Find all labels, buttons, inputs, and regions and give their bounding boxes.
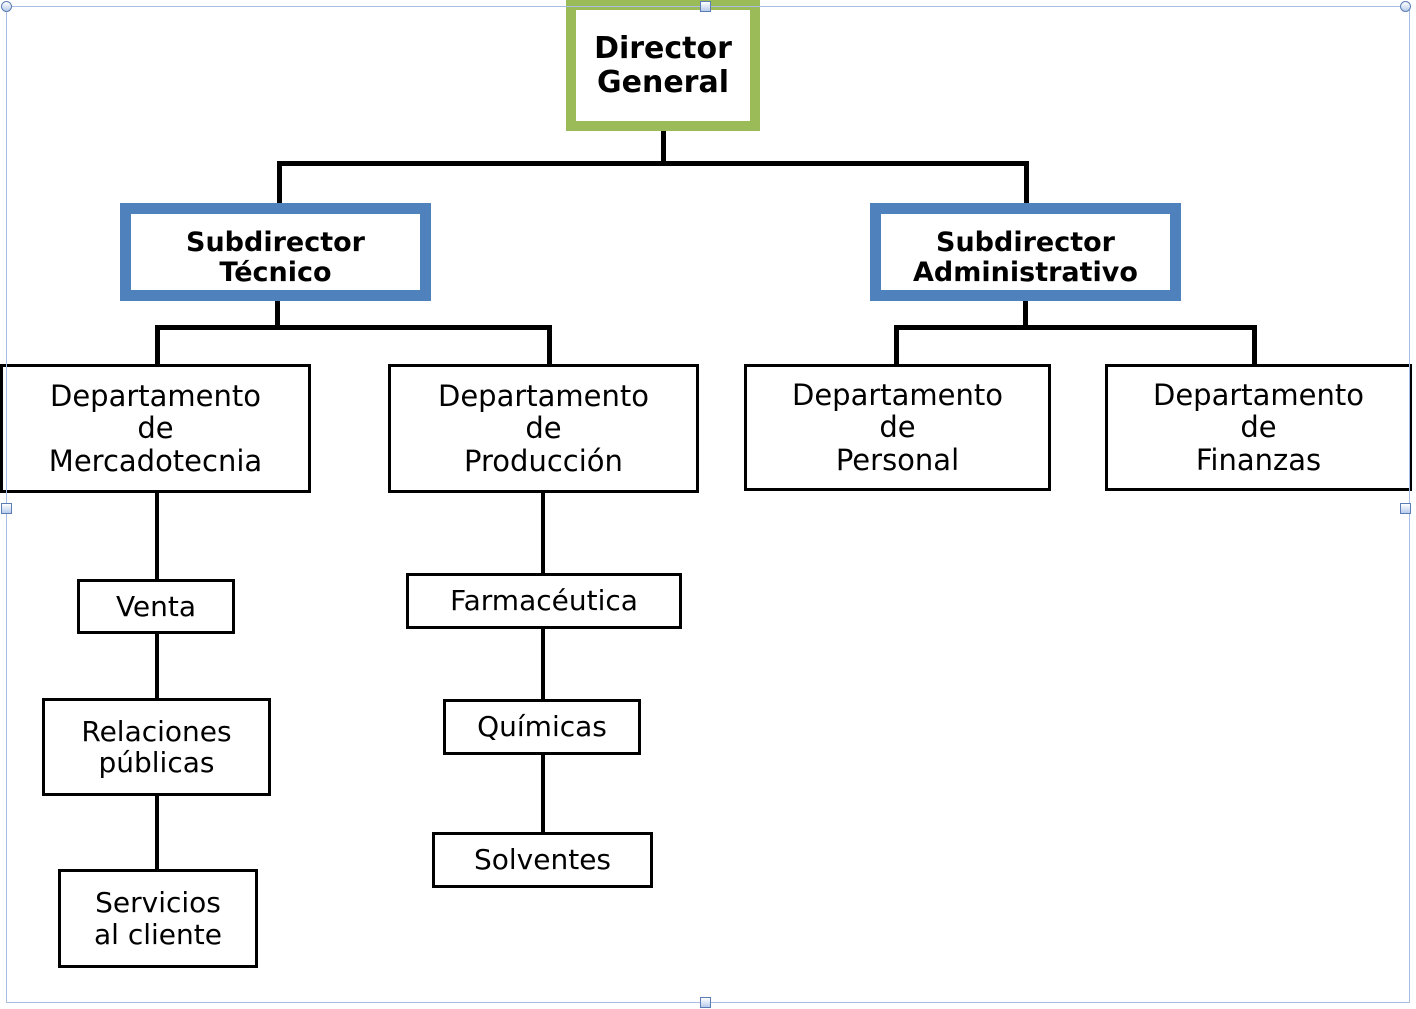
node-label-servicios-al-cliente: Servicios al cliente xyxy=(94,886,222,951)
node-label-relaciones-publicas: Relaciones públicas xyxy=(81,714,232,779)
node-farmaceutica[interactable]: Farmacéutica xyxy=(406,573,682,629)
resize-handle-middle-right[interactable] xyxy=(1400,503,1411,514)
connector-tecnico-stem xyxy=(275,300,280,328)
connector-administrativo-bus xyxy=(894,325,1257,330)
node-label-subdirector-tecnico: Subdirector Técnico xyxy=(186,226,365,288)
connector-administrativo-to-finanzas xyxy=(1252,325,1257,365)
node-departamento-produccion[interactable]: Departamento de Producción xyxy=(388,364,699,493)
connector-produccion-to-farmaceutica xyxy=(541,492,545,574)
resize-handle-bottom-center[interactable] xyxy=(700,997,711,1008)
connector-tecnico-bus xyxy=(155,325,552,330)
connector-venta-to-relaciones xyxy=(155,633,159,699)
connector-relaciones-to-servicios xyxy=(155,795,159,870)
connector-root-to-administrativo xyxy=(1024,161,1029,208)
node-label-departamento-produccion: Departamento de Producción xyxy=(437,378,649,478)
connector-root-to-tecnico xyxy=(277,161,282,208)
resize-handle-top-left[interactable] xyxy=(1,1,12,12)
node-director-general[interactable]: Director General xyxy=(566,0,760,131)
node-departamento-mercadotecnia[interactable]: Departamento de Mercadotecnia xyxy=(0,364,311,493)
connector-administrativo-stem xyxy=(1023,300,1028,328)
node-subdirector-tecnico[interactable]: Subdirector Técnico xyxy=(120,203,431,301)
node-venta[interactable]: Venta xyxy=(77,579,235,634)
node-subdirector-administrativo[interactable]: Subdirector Administrativo xyxy=(870,203,1181,301)
node-label-departamento-mercadotecnia: Departamento de Mercadotecnia xyxy=(48,378,263,478)
connector-mercadotecnia-to-venta xyxy=(155,492,159,580)
node-label-departamento-finanzas: Departamento de Finanzas xyxy=(1152,377,1364,477)
connector-root-stem xyxy=(661,128,666,164)
resize-handle-middle-left[interactable] xyxy=(1,503,12,514)
node-servicios-al-cliente[interactable]: Servicios al cliente xyxy=(58,869,258,968)
connector-root-bus xyxy=(277,161,1029,166)
node-label-director-general: Director General xyxy=(594,30,732,100)
connector-tecnico-to-produccion xyxy=(547,325,552,365)
connector-quimicas-to-solventes xyxy=(541,754,545,833)
node-label-subdirector-administrativo: Subdirector Administrativo xyxy=(913,226,1138,288)
node-label-departamento-personal: Departamento de Personal xyxy=(791,377,1003,477)
node-label-solventes: Solventes xyxy=(473,843,612,877)
selection-frame xyxy=(6,6,1410,1003)
node-quimicas[interactable]: Químicas xyxy=(443,699,641,755)
connector-tecnico-to-mercadotecnia xyxy=(155,325,160,365)
connector-administrativo-to-personal xyxy=(894,325,899,365)
resize-handle-top-right[interactable] xyxy=(1400,1,1411,12)
node-label-quimicas: Químicas xyxy=(477,710,607,744)
node-label-farmaceutica: Farmacéutica xyxy=(450,584,638,618)
node-label-venta: Venta xyxy=(115,589,197,623)
node-departamento-personal[interactable]: Departamento de Personal xyxy=(744,364,1051,491)
node-solventes[interactable]: Solventes xyxy=(432,832,653,888)
resize-handle-top-center[interactable] xyxy=(700,1,711,12)
node-departamento-finanzas[interactable]: Departamento de Finanzas xyxy=(1105,364,1412,491)
connector-farmaceutica-to-quimicas xyxy=(541,628,545,700)
node-relaciones-publicas[interactable]: Relaciones públicas xyxy=(42,698,271,796)
